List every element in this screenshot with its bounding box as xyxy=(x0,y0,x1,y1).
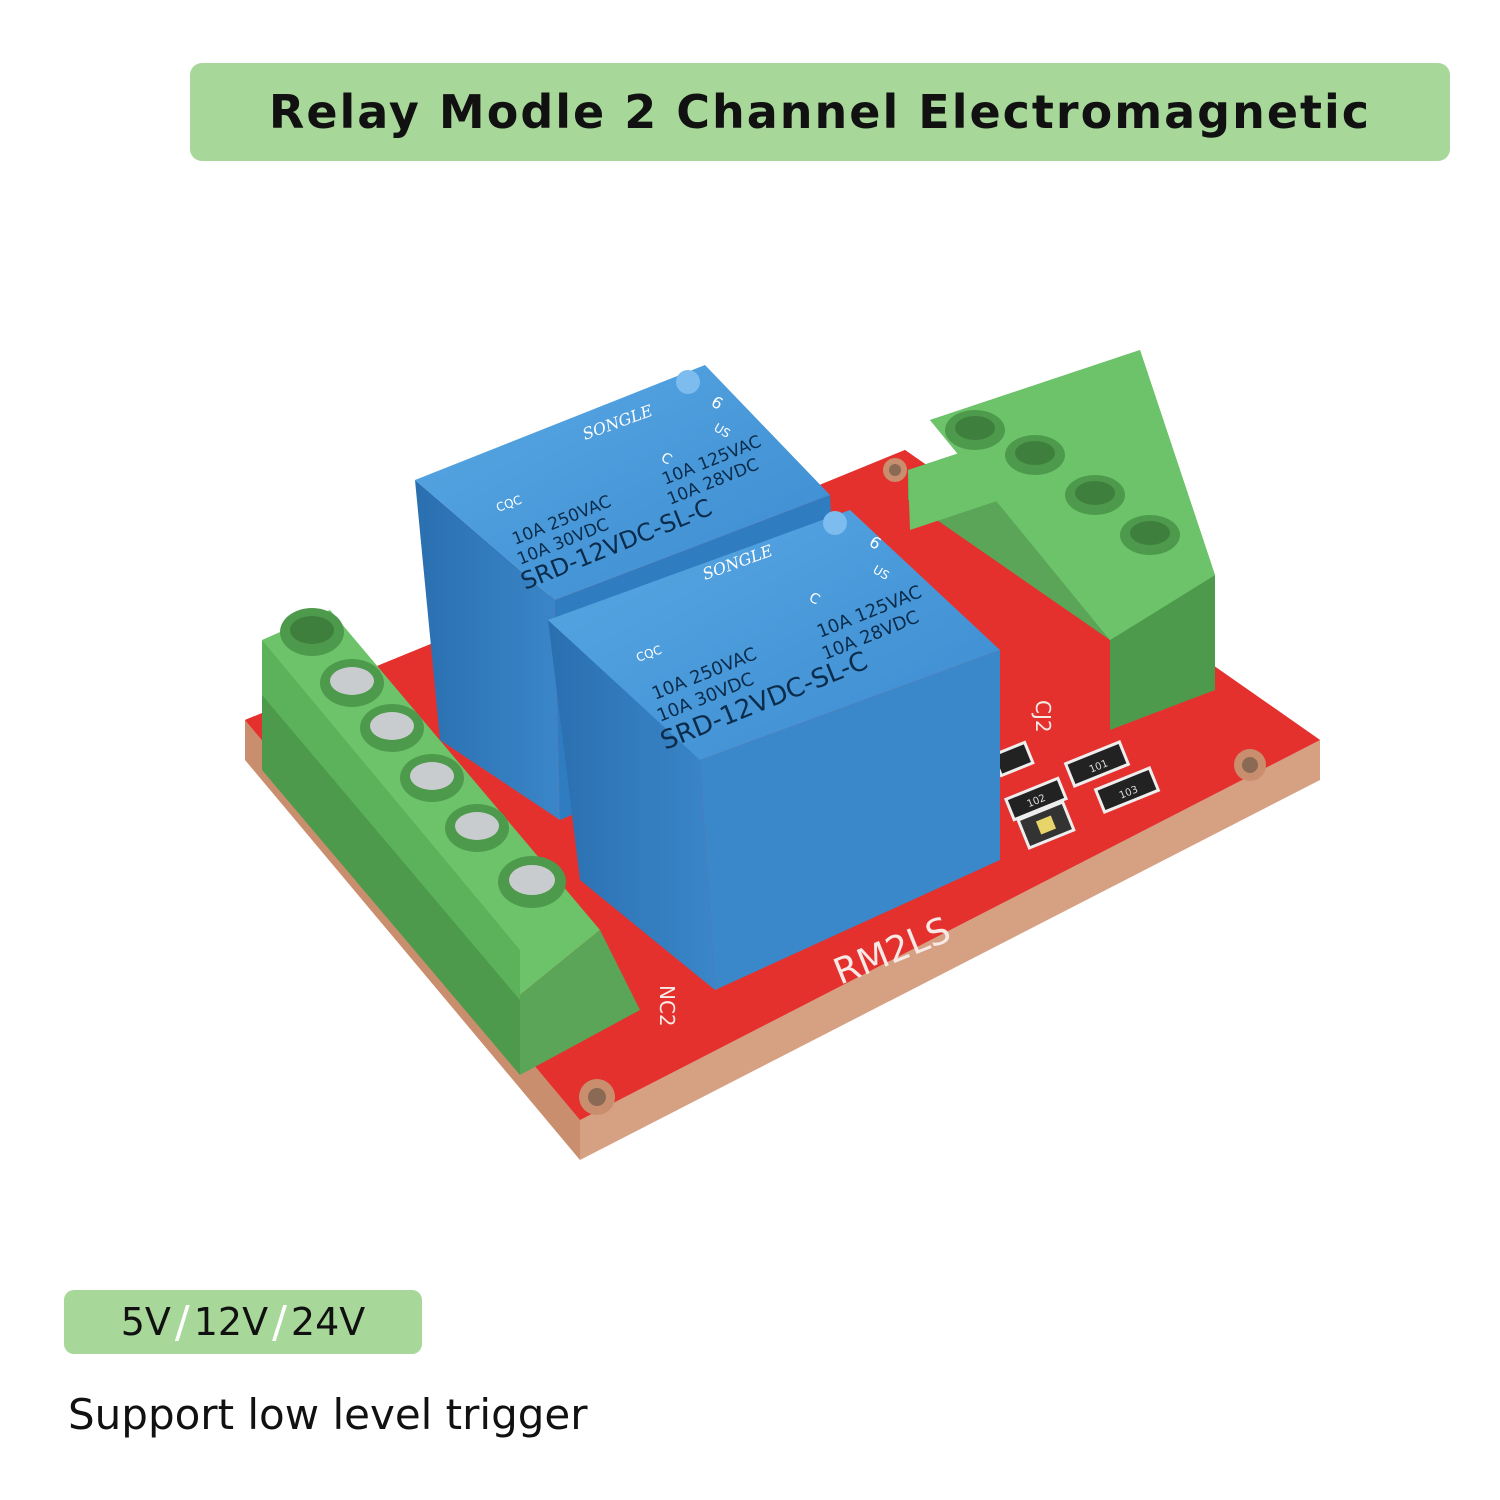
terminal-screw xyxy=(320,659,384,707)
terminal-screw xyxy=(400,754,464,802)
mounting-hole xyxy=(883,458,907,482)
silkscreen-cj2: CJ2 xyxy=(1031,700,1055,733)
voltage-options-badge: 5V / 12V / 24V xyxy=(64,1290,422,1354)
voltage-option: 12V xyxy=(193,1300,269,1344)
terminal-screw xyxy=(280,608,344,656)
smd-resistor: 102 xyxy=(1003,776,1069,822)
feature-subtitle: Support low level trigger xyxy=(68,1390,588,1439)
smd-resistor: 101 xyxy=(1063,740,1131,788)
terminal-screw xyxy=(360,704,424,752)
relay-2: SONGLE 6 US C CQC 10A 250VAC 10A 125VAC … xyxy=(548,510,1000,990)
terminal-block-left xyxy=(262,608,640,1075)
voltage-separator: / xyxy=(174,1296,190,1348)
terminal-block-right xyxy=(908,350,1215,730)
voltage-option: 5V xyxy=(120,1300,171,1344)
terminal-screw-hole xyxy=(945,410,1005,450)
terminal-screw-hole xyxy=(1005,435,1065,475)
title-banner: Relay Modle 2 Channel Electromagnetic xyxy=(190,63,1450,161)
terminal-screw xyxy=(445,804,509,852)
mounting-hole xyxy=(1234,749,1266,781)
mounting-hole xyxy=(579,1079,615,1115)
smd-led xyxy=(1016,800,1076,850)
silkscreen-nc2: NC2 xyxy=(655,985,679,1027)
voltage-option: 24V xyxy=(290,1300,366,1344)
title-text: Relay Modle 2 Channel Electromagnetic xyxy=(268,85,1372,139)
voltage-separator: / xyxy=(272,1296,287,1348)
terminal-screw-hole xyxy=(1065,475,1125,515)
terminal-screw-hole xyxy=(1120,515,1180,555)
smd-resistor: 103 xyxy=(1093,766,1161,814)
terminal-screw xyxy=(498,856,566,908)
relay-module-photo: RM2LS NC2 CJ2 101 103 102 xyxy=(245,350,1320,1160)
